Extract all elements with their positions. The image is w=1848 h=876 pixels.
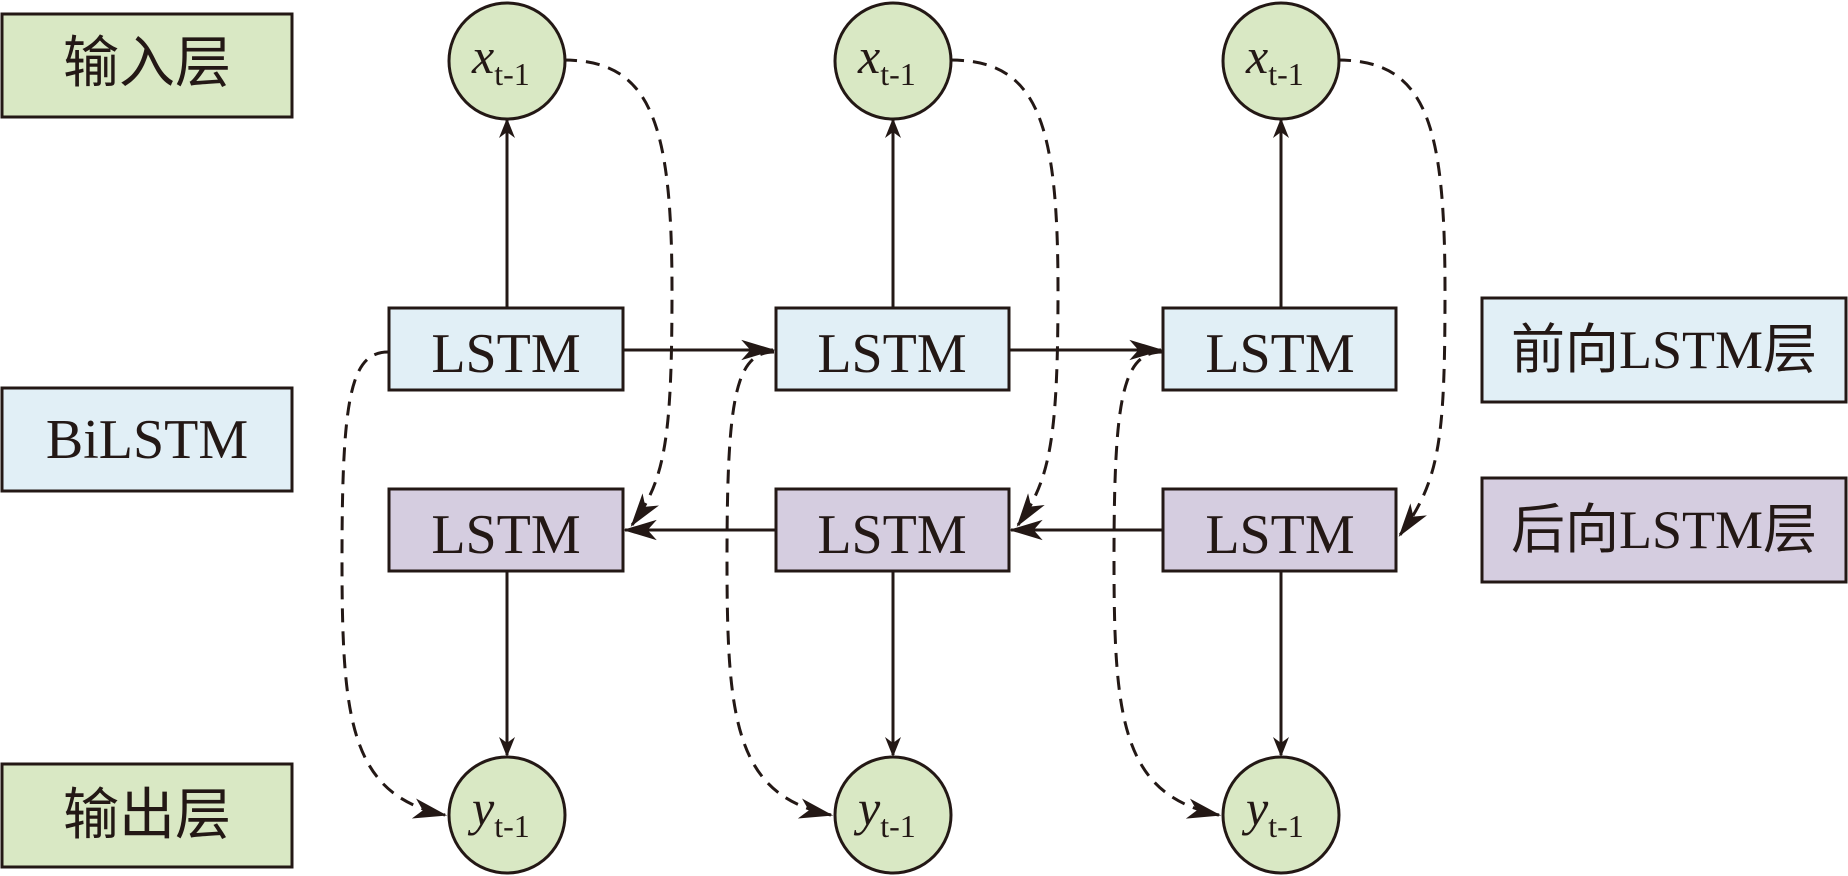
input-node-2: xt-1 [833,1,953,121]
forward-layer-label: 前向LSTM层 [1480,296,1848,404]
forward-layer-text: 前向LSTM层 [1511,320,1817,380]
input-node-3: xt-1 [1221,1,1341,121]
dashed-forward-to-output [340,350,1222,819]
output-layer-label: 输出层 [0,762,294,869]
backward-layer-text: 后向LSTM层 [1511,500,1817,560]
input-nodes: xt-1 xt-1 xt-1 [447,1,1341,121]
output-layer-text: 输出层 [63,785,231,847]
backward-lstm-cell-2-label: LSTM [817,504,966,566]
svg-text:xt-1: xt-1 [471,28,530,92]
output-node-1-var: y [467,780,495,836]
bilstm-label: BiLSTM [0,386,294,493]
output-node-3-sub: t-1 [1268,808,1304,844]
output-node-1-sub: t-1 [494,808,530,844]
forward-lstm-cell-1: LSTM [387,306,625,392]
output-node-2: yt-1 [833,755,953,875]
backward-lstm-cell-1: LSTM [387,487,625,573]
input-layer-label: 输入层 [0,12,294,119]
svg-text:yt-1: yt-1 [467,780,530,844]
input-node-3-var: x [1245,28,1268,84]
dashed-input-to-backward-3 [1336,58,1447,537]
output-node-2-sub: t-1 [880,808,916,844]
forward-lstm-cell-3: LSTM [1161,306,1398,392]
backward-lstm-cell-2: LSTM [774,487,1011,573]
backward-lstm-cell-3: LSTM [1161,487,1398,573]
dashed-forward-to-output-1 [340,350,448,819]
input-node-1: xt-1 [447,1,567,121]
backward-lstm-cell-3-label: LSTM [1205,504,1354,566]
input-node-2-sub: t-1 [880,56,916,92]
svg-text:yt-1: yt-1 [853,780,916,844]
forward-lstm-cell-2: LSTM [774,306,1011,392]
dashed-forward-to-output-2 [725,350,834,819]
dashed-input-to-backward-2 [949,58,1060,527]
bilstm-text: BiLSTM [46,409,248,471]
horizontal-arrows [622,339,1164,541]
backward-lstm-cell-1-label: LSTM [431,504,580,566]
output-node-1: yt-1 [447,755,567,875]
svg-text:yt-1: yt-1 [1241,780,1304,844]
dashed-forward-to-output-3 [1112,350,1222,819]
input-node-1-var: x [471,28,494,84]
input-layer-text: 输入层 [63,33,231,95]
forward-lstm-cells: LSTM LSTM LSTM [387,306,1398,392]
forward-lstm-cell-3-label: LSTM [1205,323,1354,385]
forward-lstm-cell-2-label: LSTM [817,323,966,385]
dashed-input-to-backward-1 [562,58,674,527]
dashed-input-to-backward [562,58,1447,537]
output-node-2-var: y [853,780,881,836]
svg-text:xt-1: xt-1 [857,28,916,92]
vertical-arrows [499,118,1289,757]
input-node-3-sub: t-1 [1268,56,1304,92]
input-node-2-var: x [857,28,880,84]
output-nodes: yt-1 yt-1 yt-1 [447,755,1341,875]
svg-text:xt-1: xt-1 [1245,28,1304,92]
output-node-3-var: y [1241,780,1269,836]
output-node-3: yt-1 [1221,755,1341,875]
forward-lstm-cell-1-label: LSTM [431,323,580,385]
backward-lstm-cells: LSTM LSTM LSTM [387,487,1398,573]
backward-layer-label: 后向LSTM层 [1480,476,1848,584]
input-node-1-sub: t-1 [494,56,530,92]
